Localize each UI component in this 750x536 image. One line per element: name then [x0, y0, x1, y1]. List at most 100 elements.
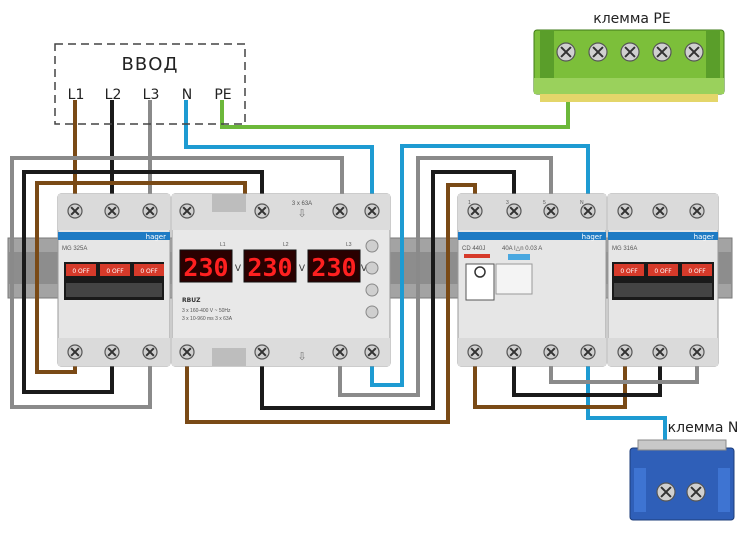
- rcd-terminal-5: 5: [543, 200, 546, 206]
- terminal-screw-icon: [580, 344, 596, 360]
- rcd-model: CD 440J: [462, 246, 485, 252]
- relay-phase-2: L2: [283, 242, 289, 248]
- terminal-label-n: N: [182, 87, 192, 103]
- terminal-screw-icon: [620, 42, 640, 62]
- breaker-left-model: MG 325A: [62, 246, 87, 252]
- l1-wire-breaker-relay: [35, 181, 247, 374]
- l3-wire-relay-rcd: [338, 156, 553, 397]
- relay-unit-1: V: [235, 264, 242, 274]
- terminal-screw-icon: [617, 203, 633, 219]
- terminal-screw-icon: [506, 344, 522, 360]
- terminal-screw-icon: [467, 344, 483, 360]
- terminal-screw-icon: [652, 42, 672, 62]
- relay-spec-2: 3 x 10-960 ms 3 x 63A: [182, 316, 233, 322]
- terminal-screw-icon: [617, 344, 633, 360]
- relay-phase-3: L3: [346, 242, 352, 248]
- terminal-screw-icon: [332, 344, 348, 360]
- l2-wire-rcd-breaker: [512, 352, 662, 397]
- breaker-right-off-3: 0 OFF: [688, 268, 706, 275]
- relay-arrow-bottom: ⇩: [297, 350, 306, 363]
- breaker-left-brand: hager: [146, 233, 166, 241]
- breaker-right-model: MG 316A: [612, 246, 637, 252]
- voltage-relay: 3 x 63A ⇩ ⇩ 230 230 230 V V V L1 L2 L3 R…: [171, 193, 391, 367]
- rcd: hager CD 440J 40A I△n 0.03 A 1 3 5 N: [457, 193, 607, 367]
- terminal-screw-icon: [364, 203, 380, 219]
- terminal-screw-icon: [104, 203, 120, 219]
- relay-arrow-top: ⇩: [297, 207, 306, 220]
- pe-terminal-label: клемма PE: [593, 11, 670, 27]
- terminal-screw-icon: [364, 344, 380, 360]
- terminal-screw-icon: [684, 42, 704, 62]
- terminal-screw-icon: [543, 203, 559, 219]
- terminal-screw-icon: [656, 482, 676, 502]
- l2-wire-relay-rcd: [260, 170, 516, 410]
- terminal-screw-icon: [179, 344, 195, 360]
- breaker-left-off-3: 0 OFF: [140, 268, 158, 275]
- l1-wire-relay-rcd: [185, 183, 477, 424]
- rcd-terminal-1: 1: [468, 200, 471, 206]
- terminal-screw-icon: [142, 344, 158, 360]
- breaker-right-off-2: 0 OFF: [654, 268, 672, 275]
- breaker-right: hager MG 316A 0 OFF 0 OFF 0 OFF: [607, 193, 719, 367]
- relay-top-text: 3 x 63A: [292, 201, 312, 207]
- terminal-screw-icon: [652, 203, 668, 219]
- terminal-label-l3: L3: [143, 87, 160, 103]
- relay-reading-2: 230: [247, 253, 292, 282]
- terminal-screw-icon: [467, 203, 483, 219]
- n-terminal-block: клемма N: [629, 420, 739, 521]
- terminal-screw-icon: [689, 344, 705, 360]
- l1-wire-rcd-breaker: [473, 352, 627, 409]
- terminal-screw-icon: [142, 203, 158, 219]
- relay-unit-2: V: [299, 264, 306, 274]
- terminal-screw-icon: [332, 203, 348, 219]
- terminal-screw-icon: [580, 203, 596, 219]
- l2-wire-breaker-relay: [22, 170, 264, 394]
- rcd-terminal-3: 3: [506, 200, 509, 206]
- rcd-brand: hager: [582, 233, 602, 241]
- terminal-screw-icon: [67, 344, 83, 360]
- terminal-screw-icon: [179, 203, 195, 219]
- n-wire-output: [586, 352, 667, 450]
- pe-terminal-block: клемма PE: [533, 11, 725, 102]
- l3-wire-breaker-relay: [10, 156, 344, 409]
- terminal-screw-icon: [543, 344, 559, 360]
- n-terminal-label: клемма N: [668, 420, 739, 436]
- l3-wire-rcd-breaker: [549, 352, 699, 384]
- relay-display-3: [307, 249, 361, 283]
- terminal-screw-icon: [254, 203, 270, 219]
- terminal-label-l2: L2: [105, 87, 122, 103]
- terminal-screw-icon: [652, 344, 668, 360]
- terminal-label-pe: PE: [214, 87, 231, 103]
- relay-info-button[interactable]: [365, 305, 379, 319]
- relay-model: RBUZ: [182, 297, 201, 304]
- relay-display-1: [179, 249, 233, 283]
- relay-menu-button[interactable]: [365, 283, 379, 297]
- terminal-screw-icon: [686, 482, 706, 502]
- breaker-left-off-1: 0 OFF: [72, 268, 90, 275]
- breaker-right-off-1: 0 OFF: [620, 268, 638, 275]
- input-box-title: ВВОД: [122, 54, 179, 75]
- relay-reading-3: 230: [311, 253, 356, 282]
- input-box: [54, 43, 246, 125]
- rcd-rating: 40A I△n 0.03 A: [502, 246, 542, 252]
- rcd-terminal-n: N: [580, 200, 584, 206]
- terminal-screw-icon: [254, 344, 270, 360]
- terminal-screw-icon: [556, 42, 576, 62]
- terminal-screw-icon: [689, 203, 705, 219]
- n-wire-relay-rcd: [370, 144, 590, 387]
- relay-display-2: [243, 249, 297, 283]
- terminal-screw-icon: [506, 203, 522, 219]
- relay-plus-button[interactable]: [365, 239, 379, 253]
- relay-spec-1: 3 x 160-400 V ~ 50Hz: [182, 308, 231, 314]
- breaker-left: hager MG 325A 0 OFF 0 OFF 0 OFF: [57, 193, 171, 367]
- relay-minus-button[interactable]: [365, 261, 379, 275]
- relay-unit-3: V: [361, 264, 368, 274]
- relay-reading-1: 230: [183, 253, 228, 282]
- relay-phase-1: L1: [220, 242, 226, 248]
- breaker-right-brand: hager: [694, 233, 714, 241]
- breaker-left-off-2: 0 OFF: [106, 268, 124, 275]
- terminal-screw-icon: [104, 344, 120, 360]
- terminal-screw-icon: [67, 203, 83, 219]
- terminal-screw-icon: [588, 42, 608, 62]
